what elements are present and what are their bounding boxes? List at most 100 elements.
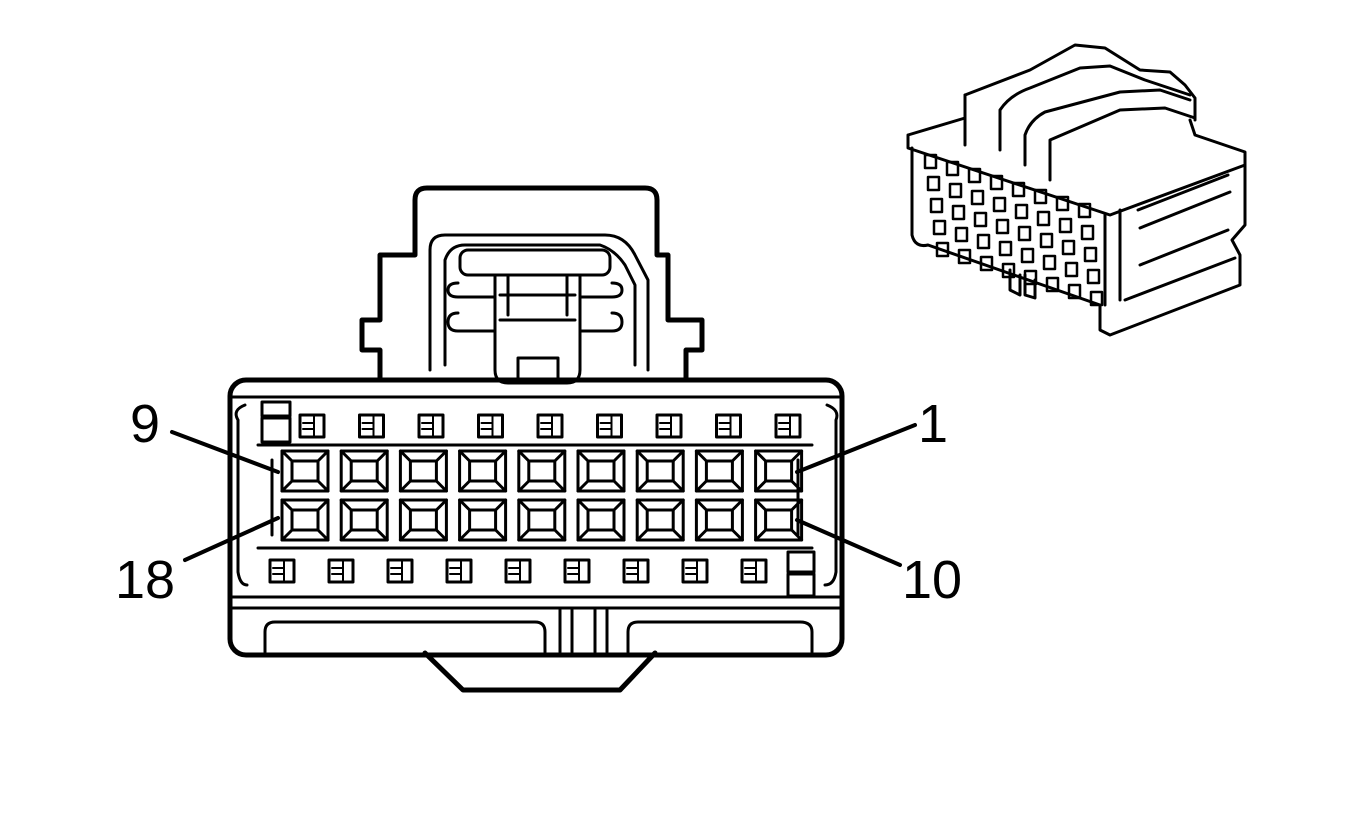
- lock-slot-bottom-4: [504, 558, 532, 584]
- body-side-right: [823, 403, 839, 587]
- lock-slot-top-7: [715, 413, 742, 439]
- iso-cavity: [976, 233, 991, 250]
- leader-line-1: [795, 423, 917, 474]
- cavity-bottom-18: [280, 498, 330, 542]
- iso-cavity: [967, 167, 982, 184]
- cavity-frame: [256, 443, 814, 550]
- cavity-top-8: [339, 449, 389, 493]
- lock-slot-bottom-2: [386, 558, 414, 584]
- cavity-bottom-11: [694, 498, 744, 542]
- corner-box-tl2: [260, 416, 292, 444]
- cavity-bottom-12: [635, 498, 685, 542]
- lock-slot-top-8: [774, 413, 802, 439]
- iso-cavity: [935, 241, 950, 258]
- iso-cavity: [1086, 268, 1101, 285]
- leader-line-18: [183, 516, 280, 562]
- iso-cavity: [932, 219, 947, 236]
- lock-slot-top-5: [596, 413, 623, 439]
- connector-face: [170, 185, 917, 693]
- iso-cavity: [1045, 276, 1060, 293]
- lock-slot-bottom-1: [327, 558, 355, 584]
- iso-cavity: [929, 197, 944, 214]
- iso-cavity: [1023, 269, 1038, 286]
- corner-box-br: [786, 550, 816, 574]
- iso-cavity: [1001, 262, 1016, 279]
- iso-cavity: [1083, 246, 1098, 263]
- iso-cavity: [973, 211, 988, 228]
- iso-front-face: [910, 146, 1247, 337]
- lock-slot-top-6: [655, 413, 683, 439]
- cavity-top-9: [280, 449, 330, 493]
- cavity-top-3: [635, 449, 685, 493]
- cavity-bottom-10: [754, 498, 804, 542]
- iso-cavity: [945, 160, 960, 177]
- iso-cavity: [926, 175, 941, 192]
- iso-cavity: [970, 189, 985, 206]
- iso-cavity: [995, 218, 1010, 235]
- bottom-key-left: [263, 620, 547, 654]
- latch-side-left: [446, 281, 497, 333]
- lock-slot-bottom-3: [445, 558, 473, 584]
- body-bottom-line: [230, 595, 842, 610]
- iso-cavity: [1017, 225, 1032, 242]
- cavity-top-6: [458, 449, 508, 493]
- latch-button: [516, 356, 560, 385]
- iso-cavity: [1058, 217, 1073, 234]
- pin-label-18: 18: [115, 550, 175, 610]
- lock-slot-bottom-8: [740, 558, 768, 584]
- lock-slot-top-4: [536, 413, 564, 439]
- cavity-top-2: [694, 449, 744, 493]
- iso-cavity: [1036, 210, 1051, 227]
- cavity-top-7: [398, 449, 448, 493]
- leader-line-10: [795, 518, 902, 567]
- lock-slot-top-3: [477, 413, 504, 439]
- latch-frame-inner: [443, 243, 637, 367]
- lock-slot-top-2: [417, 413, 445, 439]
- bottom-key-right: [626, 620, 814, 654]
- bottom-tab: [422, 650, 658, 693]
- iso-cavity: [1055, 195, 1070, 212]
- iso-cavity: [1089, 290, 1104, 307]
- corner-box-tl: [260, 400, 292, 418]
- iso-cavity: [992, 196, 1007, 213]
- iso-top-latch: [963, 43, 1197, 122]
- iso-cavity: [954, 226, 969, 243]
- cavity-bottom-16: [398, 498, 448, 542]
- iso-cavity: [1042, 254, 1057, 271]
- iso-cavity: [1033, 188, 1048, 205]
- top-lock-slots: [298, 413, 802, 439]
- iso-cavity: [1064, 261, 1079, 278]
- leader-line-9: [170, 430, 280, 474]
- cavity-bottom-14: [517, 498, 567, 542]
- iso-cavity-grid: [923, 153, 1104, 307]
- lock-slot-bottom-7: [681, 558, 709, 584]
- iso-cavity: [951, 204, 966, 221]
- lock-slot-top-0: [298, 413, 326, 439]
- top-cavity-row: [280, 449, 804, 493]
- iso-cavity: [989, 174, 1004, 191]
- iso-cavity: [1080, 224, 1095, 241]
- iso-cavity: [1061, 239, 1076, 256]
- iso-cavity: [1067, 283, 1082, 300]
- latch-tongue-top: [458, 248, 612, 277]
- latch-tongue-inner: [498, 273, 577, 322]
- iso-latch-body: [963, 64, 1192, 152]
- iso-cavity: [1014, 203, 1029, 220]
- latch-frame: [428, 233, 650, 372]
- latch-housing: [359, 185, 705, 383]
- iso-latch-ribs: [1023, 88, 1197, 182]
- cavity-top-5: [517, 449, 567, 493]
- corner-box-br2: [786, 572, 816, 598]
- iso-cavity: [1077, 202, 1092, 219]
- cavity-top-1: [754, 449, 804, 493]
- pin-label-9: 9: [130, 394, 160, 454]
- connector-body: [227, 377, 845, 658]
- lock-slot-top-1: [358, 413, 385, 439]
- iso-cavity: [957, 248, 972, 265]
- iso-cavity: [923, 153, 938, 170]
- lock-slot-bottom-6: [622, 558, 650, 584]
- body-side-left: [234, 403, 249, 587]
- bottom-cavity-row: [280, 498, 804, 542]
- iso-cavity: [1039, 232, 1054, 249]
